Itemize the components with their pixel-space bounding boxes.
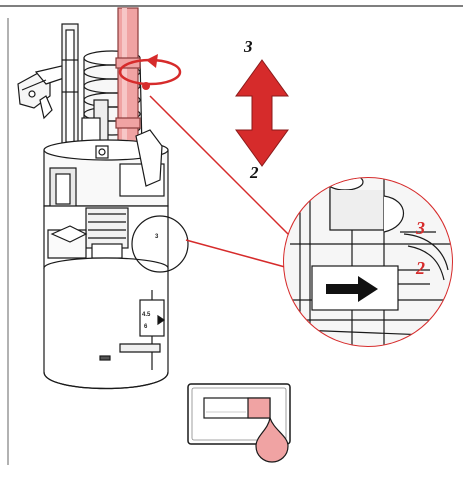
zoom-position-up-label: 3	[415, 218, 425, 238]
callout-line-upper	[149, 95, 295, 241]
push-arrow-icon	[326, 276, 378, 302]
upper-housing	[43, 129, 169, 213]
water-drop-icon	[255, 417, 289, 463]
valve-cylinder: 4.5 6	[43, 268, 169, 390]
position-up-label: 3	[243, 37, 253, 56]
scale-label-small: 3	[155, 234, 159, 240]
zoom-detail: 3 2	[283, 177, 453, 347]
flush-button-large	[247, 397, 271, 419]
detail-callout-ring	[131, 215, 189, 273]
callout-line-lower	[185, 239, 297, 271]
position-down-label: 2	[249, 163, 259, 182]
scale-label-mid: 6	[144, 324, 148, 330]
guide-rail	[61, 23, 79, 153]
valve-mid-section	[43, 205, 169, 279]
rotate-arrow-icon	[118, 54, 182, 90]
flush-valve: 4.5 6	[17, 7, 169, 390]
double-arrow-icon	[235, 59, 289, 167]
scale-label-top: 4.5	[142, 312, 151, 318]
zoom-position-down-label: 2	[415, 258, 425, 278]
